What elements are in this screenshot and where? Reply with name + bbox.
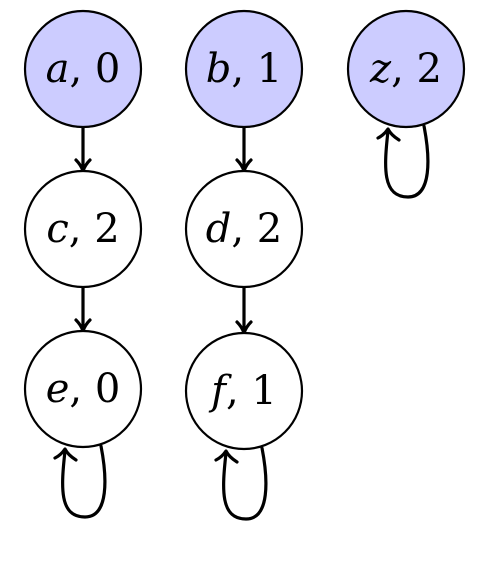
- node-circle-d: [184, 169, 304, 289]
- node-label-c: c, 2: [46, 206, 119, 252]
- node-name: c: [46, 206, 68, 252]
- node-name: b: [206, 46, 232, 92]
- node-f: f, 1: [184, 331, 304, 451]
- node-label-b: b, 1: [206, 46, 283, 92]
- node-name: z: [369, 46, 392, 92]
- node-c: c, 2: [23, 169, 143, 289]
- node-a: a, 0: [23, 9, 143, 129]
- self-loop-e: [53, 444, 107, 519]
- node-d: d, 2: [184, 169, 304, 289]
- node-circle-b: [184, 9, 304, 129]
- self-loop-z: [376, 124, 430, 199]
- node-b: b, 1: [184, 9, 304, 129]
- node-value: 2: [257, 206, 282, 252]
- node-e: e, 0: [23, 329, 143, 449]
- node-circle-z: [346, 9, 466, 129]
- node-value: 1: [257, 46, 282, 92]
- node-z: z, 2: [346, 9, 466, 129]
- edge-c-e: [74, 285, 92, 337]
- node-label-d: d, 2: [206, 206, 283, 252]
- loop-arrowhead-e: [53, 447, 78, 462]
- self-loops-layer: [53, 124, 430, 521]
- node-value: 2: [417, 46, 442, 92]
- node-label-a: a, 0: [46, 46, 121, 92]
- edge-b-d: [235, 125, 253, 177]
- node-name: e: [46, 366, 70, 412]
- node-label-f: f, 1: [208, 368, 277, 414]
- node-circle-a: [23, 9, 143, 129]
- node-value: 1: [251, 368, 276, 414]
- edge-a-c: [74, 125, 92, 177]
- edge-d-f: [235, 285, 253, 339]
- loop-arrowhead-f: [214, 449, 239, 464]
- self-loop-f: [214, 446, 268, 521]
- loop-arrowhead-z: [376, 127, 401, 142]
- node-value: 2: [94, 206, 119, 252]
- node-circle-e: [23, 329, 143, 449]
- node-value: 0: [95, 46, 120, 92]
- node-label-e: e, 0: [46, 366, 121, 412]
- node-name: a: [46, 46, 70, 92]
- node-circle-f: [184, 331, 304, 451]
- node-value: 0: [95, 366, 120, 412]
- nodes-layer: a, 0 b, 1 z, 2 c, 2 d, 2 e, 0 f, 1: [23, 9, 466, 451]
- node-circle-c: [23, 169, 143, 289]
- node-label-z: z, 2: [369, 46, 442, 92]
- node-name: d: [206, 206, 232, 252]
